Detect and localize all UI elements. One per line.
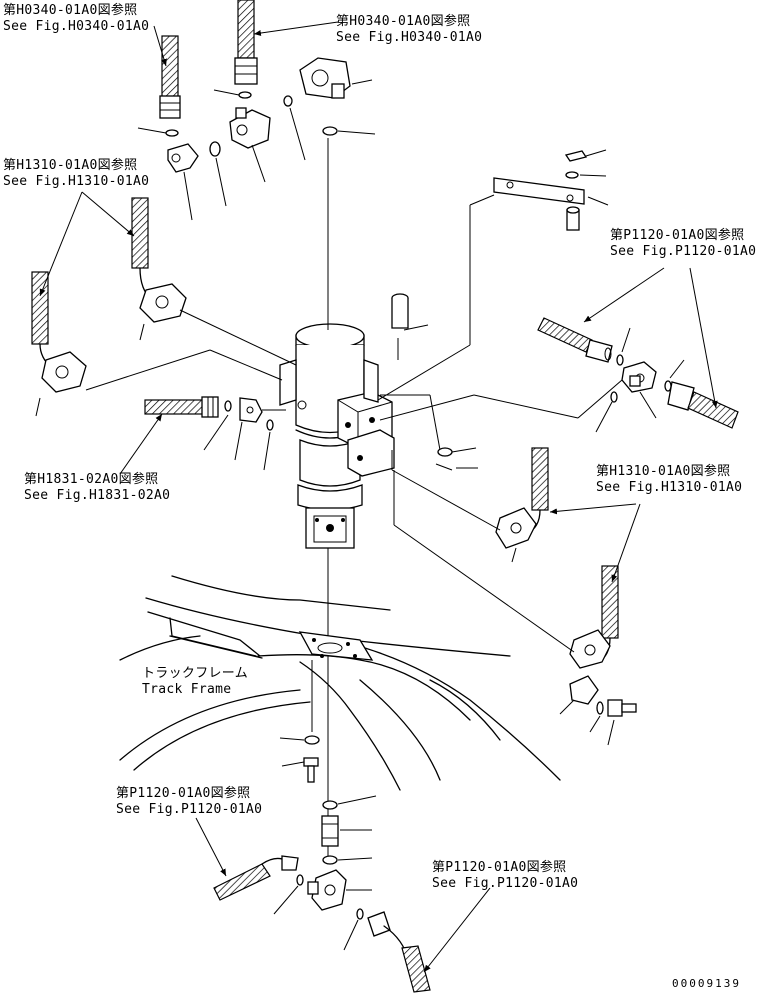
ref-label-en: See Fig.H0340-01A0 [3,19,150,34]
ref-label-jp: 第H1310-01A0図参照 [596,464,731,479]
hose-flange-left-lower [31,271,87,393]
ref-label-jp: 第H0340-01A0図参照 [336,14,471,29]
top-elbow-fitting [299,57,373,99]
ref-label-en: See Fig.P1120-01A0 [432,876,579,891]
small-elbow-left [167,143,199,173]
flange-bolt [607,699,637,717]
hose-flange-left-upper [131,197,187,323]
ref-label-h1831: 第H1831-02A0図参照 See Fig.H1831-02A0 [24,472,170,504]
left-adapter [239,397,263,423]
frame-bolt [303,757,319,783]
ref-label-en: See Fig.H0340-01A0 [336,30,483,45]
ref-label-jp: 第H1831-02A0図参照 [24,472,159,487]
hose-p1120-bottom-right [367,911,431,993]
split-flange-right [569,675,599,705]
hose-p1120-right-upper [537,317,613,363]
upper-hose-centre [234,0,258,85]
ref-label-jp: 第H1310-01A0図参照 [3,158,138,173]
lock-plate [493,177,585,205]
hose-p1120-bottom-left [213,855,299,901]
ref-label-p1120-bottom-left: 第P1120-01A0図参照 See Fig.P1120-01A0 [116,786,262,818]
swivel-joint [279,323,395,549]
hose-flange-right-lower [569,565,619,669]
track-frame-label: トラックフレーム Track Frame [142,666,248,698]
ref-label-h0340-left: 第H0340-01A0図参照 See Fig.H0340-01A0 [3,3,149,35]
track-frame-label-en: Track Frame [142,682,232,697]
track-frame [119,575,561,791]
upper-hose-left [159,35,181,119]
ref-label-jp: 第P1120-01A0図参照 [432,860,567,875]
pin [391,293,409,329]
bottom-tee [307,869,347,911]
ref-label-p1120-right: 第P1120-01A0図参照 See Fig.P1120-01A0 [610,228,756,260]
ref-label-en: See Fig.P1120-01A0 [116,802,263,817]
tee-fitting-right [621,361,657,393]
track-frame-label-jp: トラックフレーム [142,666,249,681]
bottom-adapter [321,815,339,847]
ref-label-en: See Fig.H1310-01A0 [596,480,743,495]
ref-label-jp: 第P1120-01A0図参照 [116,786,251,801]
hose-p1120-right-lower [667,381,739,429]
drawing-number: 00009139 [672,977,741,990]
ref-label-h1310-left: 第H1310-01A0図参照 See Fig.H1310-01A0 [3,158,149,190]
tee-fitting-top [229,107,271,149]
hose-h1831 [144,396,219,418]
ref-label-jp: 第P1120-01A0図参照 [610,228,745,243]
ref-label-en: See Fig.H1831-02A0 [24,488,171,503]
ref-label-en: See Fig.P1120-01A0 [610,244,757,259]
ref-label-jp: 第H0340-01A0図参照 [3,3,138,18]
ref-label-en: See Fig.H1310-01A0 [3,174,150,189]
ref-label-h0340-right: 第H0340-01A0図参照 See Fig.H0340-01A0 [336,14,482,46]
ref-label-p1120-bottom-right: 第P1120-01A0図参照 See Fig.P1120-01A0 [432,860,578,892]
ref-label-h1310-right: 第H1310-01A0図参照 See Fig.H1310-01A0 [596,464,742,496]
hose-flange-right-upper [495,447,549,549]
